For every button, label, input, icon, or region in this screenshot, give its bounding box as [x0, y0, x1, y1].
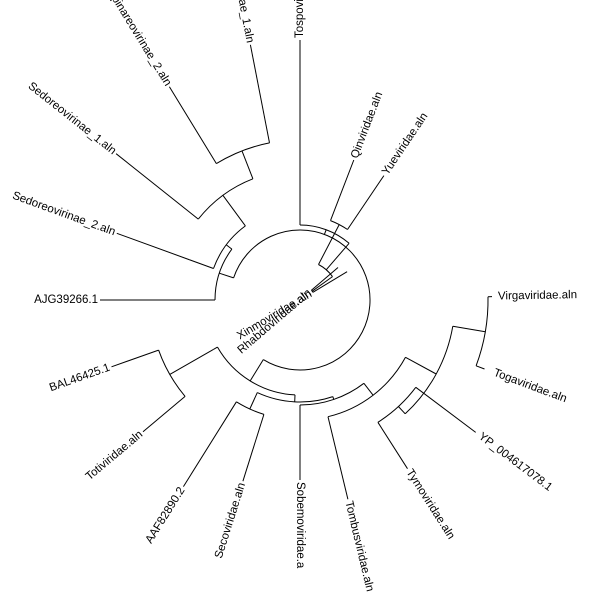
leaf-label-sedoreovirinae-2: Sedoreovirinae_2.aln	[11, 190, 117, 238]
leaf-label-aaf82890: AAF82890.2	[143, 485, 187, 546]
leaf-label-spinareovirinae-1: Spinareovirinae_1.aln	[223, 0, 256, 44]
clade-arc	[330, 220, 348, 230]
leaf-branch	[330, 159, 355, 221]
leaf-label-secoviridae: Secoviridae.aln	[213, 481, 248, 560]
internal-branch	[241, 150, 254, 179]
leaf-branch	[249, 44, 270, 143]
internal-branch	[318, 224, 340, 265]
internal-branch	[363, 382, 374, 396]
internal-branch	[219, 272, 234, 279]
clade-arc	[318, 264, 333, 277]
clade-arc	[377, 386, 417, 423]
leaf-label-tospoviridae: Tospoviridae.aln	[294, 0, 306, 38]
leaf-label-ajg39266: AJG39266.1	[34, 294, 98, 306]
leaf-branch	[311, 267, 339, 291]
leaf-branch	[475, 365, 485, 370]
clade-arc	[233, 229, 371, 371]
internal-branch	[405, 356, 437, 375]
internal-branch	[222, 195, 246, 227]
internal-branch	[249, 359, 264, 382]
leaf-label-yp-004617078: YP_004617078.1	[476, 431, 554, 494]
internal-branch	[169, 349, 214, 375]
leaf-label-totiviridae: Totiviridae.aln	[84, 429, 146, 483]
internal-branch	[188, 259, 214, 269]
clade-arc	[217, 346, 296, 396]
internal-branch	[452, 325, 486, 333]
leaf-branch	[312, 271, 348, 293]
tree-branches	[100, 40, 493, 500]
leaf-label-xinmoviridae: Xinmoviridae.aln	[235, 288, 314, 342]
leaf-branch	[116, 232, 190, 261]
internal-branch	[212, 346, 218, 351]
leaf-branch	[115, 153, 199, 220]
leaf-label-yueviridae: Yueviridae.aln	[380, 111, 430, 178]
leaf-label-spinareovirinae-2: Spinareovirinae_2.aln	[105, 0, 173, 88]
leaf-label-togaviridae: Togaviridae.aln	[492, 367, 569, 405]
leaf-label-sobemoviridae: Sobemoviridae.a	[294, 482, 306, 569]
tree-leaf-labels: Spinareovirinae_1.aln Tospoviridae.alnQin…	[11, 0, 577, 593]
clade-arc	[158, 349, 186, 397]
internal-branch	[249, 392, 258, 410]
leaf-branch	[377, 422, 408, 469]
leaf-branch	[111, 349, 159, 368]
leaf-branch	[142, 396, 186, 433]
leaf-branch	[242, 414, 265, 482]
internal-branch	[226, 244, 233, 250]
clade-arc	[216, 142, 270, 165]
leaf-label-tombusviridae: Tombusviridae.aln	[342, 500, 375, 593]
clade-arc	[327, 357, 406, 418]
leaf-branch	[347, 175, 385, 230]
leaf-branch	[168, 86, 217, 164]
internal-branch	[332, 396, 335, 400]
leaf-label-qinviridae: Qinviridae.aln	[349, 90, 385, 160]
internal-branch	[325, 242, 350, 271]
leaf-label-virgaviridae: Virgaviridae.aln	[498, 289, 577, 302]
leaf-branch	[415, 386, 477, 433]
leaf-branch	[327, 416, 349, 500]
clade-arc	[311, 289, 314, 293]
leaf-label-bal46425: BAL46425.1	[48, 362, 112, 394]
leaf-label-sedoreovirinae-1: Sedoreovirinae_1.aln	[26, 80, 119, 157]
internal-branch	[323, 229, 327, 235]
leaf-label-tymoviridae: Tymoviridae.aln	[403, 467, 456, 541]
internal-branch	[311, 276, 333, 292]
internal-branch	[398, 406, 406, 415]
leaf-branch	[182, 401, 237, 487]
